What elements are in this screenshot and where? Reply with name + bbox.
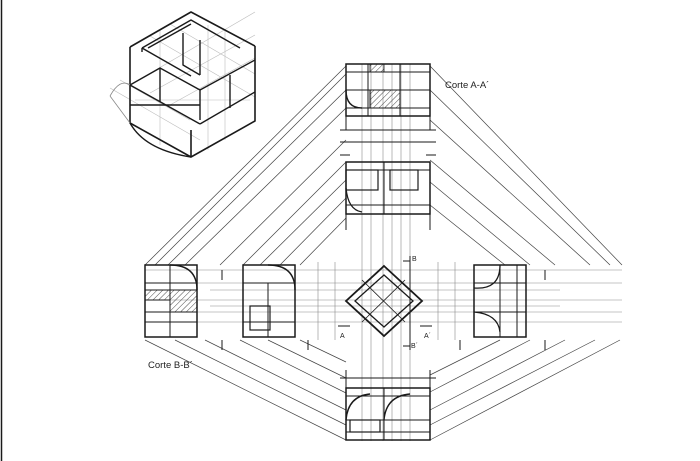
vertical-construction-lines [361, 64, 411, 441]
isometric-outline [129, 11, 256, 158]
cut-plane-markers [317, 256, 456, 350]
top-section-view [345, 63, 431, 130]
isometric-view [109, 11, 256, 158]
cut-mark-a-left: A [340, 333, 345, 340]
horizontal-construction-lines [145, 269, 622, 323]
section-label-aa: Corte A-A´ [445, 80, 490, 91]
top-section-hatch [369, 89, 401, 109]
isometric-middle-block [129, 59, 256, 125]
cut-mark-b-top: B [412, 256, 417, 263]
side-view-left [242, 264, 296, 338]
left-section-hatch-a [144, 289, 171, 301]
top-cut-marks [340, 129, 436, 156]
left-section-hatch-b [169, 289, 198, 313]
cut-mark-b-bottom: B´ [411, 343, 418, 350]
projection-lines-upper-right [429, 65, 623, 266]
left-section-view [144, 264, 198, 338]
section-label-bb: Corte B-B´ [148, 360, 193, 371]
front-view [345, 161, 431, 230]
projection-lines-lower-left [144, 339, 347, 441]
isometric-quarter-arc [129, 122, 192, 158]
isometric-top-slot [141, 19, 241, 77]
projection-lines-lower-right [429, 339, 621, 441]
side-view-right [473, 264, 527, 338]
cut-mark-a-right: A´ [424, 333, 431, 340]
view-ticks [221, 270, 546, 350]
isometric-arc-construction [109, 82, 131, 97]
bottom-view [340, 370, 436, 441]
projection-lines-upper-left [144, 65, 347, 266]
center-rotated-view [344, 264, 424, 338]
